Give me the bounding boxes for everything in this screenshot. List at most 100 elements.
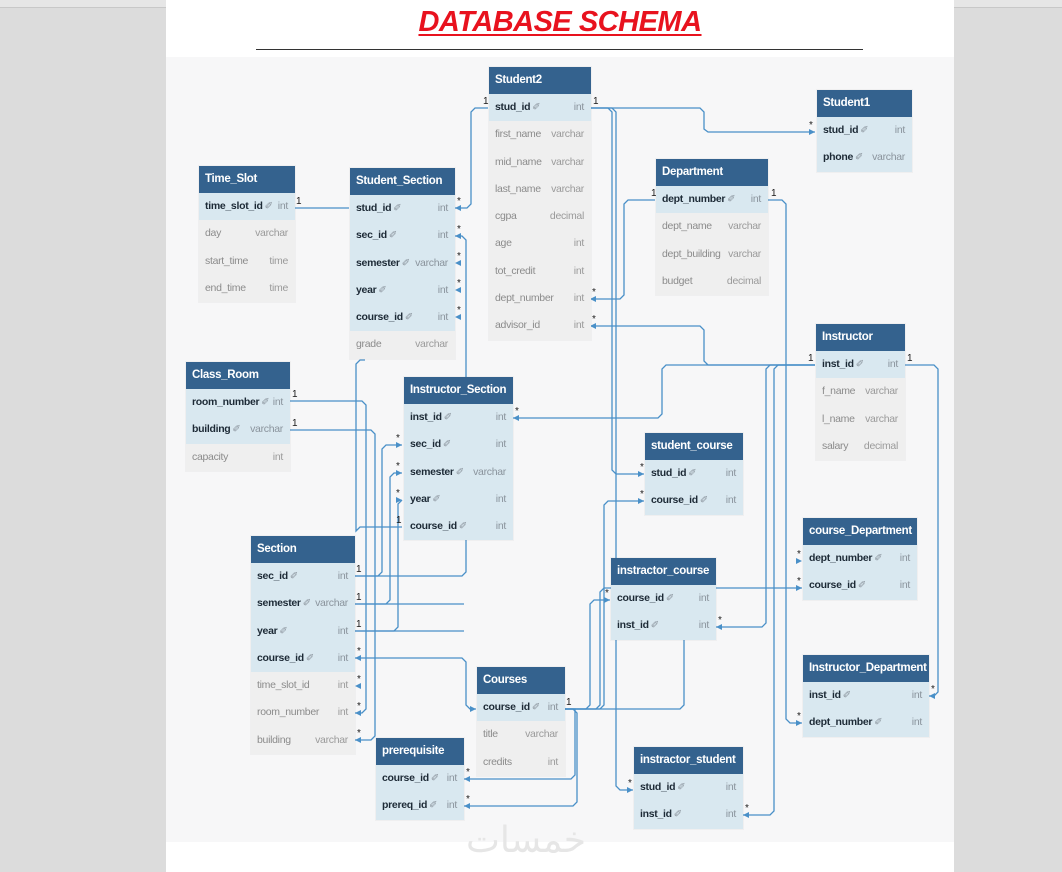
field-row[interactable]: inst_id✐int (404, 404, 513, 432)
table-header[interactable]: Time_Slot (199, 166, 295, 193)
field-row[interactable]: building✐varchar (186, 416, 290, 444)
field-row[interactable]: sec_id✐int (350, 222, 455, 250)
field-row[interactable]: course_id✐int (645, 487, 743, 515)
edit-pencil-icon[interactable]: ✐ (393, 203, 402, 214)
edit-pencil-icon[interactable]: ✐ (261, 397, 270, 408)
edit-pencil-icon[interactable]: ✐ (665, 593, 674, 604)
edit-pencil-icon[interactable]: ✐ (429, 800, 438, 812)
field-row[interactable]: inst_id✐int (634, 801, 743, 829)
edit-pencil-icon[interactable]: ✐ (650, 620, 659, 632)
edit-pencil-icon[interactable]: ✐ (401, 257, 410, 269)
field-row[interactable]: year✐int (251, 617, 355, 645)
edit-pencil-icon[interactable]: ✐ (289, 571, 298, 582)
field-row[interactable]: room_number✐int (186, 389, 290, 417)
field-row[interactable]: semester✐varchar (404, 458, 513, 486)
table-header[interactable]: instractor_course (611, 558, 716, 585)
table-header[interactable]: Courses (477, 667, 565, 694)
table-header[interactable]: prerequisite (376, 738, 464, 765)
table-header[interactable]: Instructor_Section (404, 377, 513, 404)
edit-pencil-icon[interactable]: ✐ (688, 468, 697, 479)
edit-pencil-icon[interactable]: ✐ (430, 773, 439, 784)
table-header[interactable]: Student2 (489, 67, 591, 94)
field-row[interactable]: stud_id✐int (645, 460, 743, 488)
field-row[interactable]: dept_number✐int (803, 545, 917, 573)
edit-pencil-icon[interactable]: ✐ (532, 102, 541, 113)
field-row[interactable]: time_slot_id✐int (199, 193, 295, 221)
field-row[interactable]: semester✐varchar (251, 590, 355, 618)
field-row[interactable]: inst_id✐int (611, 612, 716, 640)
field-row[interactable]: sec_id✐int (251, 563, 355, 591)
edit-pencil-icon[interactable]: ✐ (305, 652, 314, 664)
field-row[interactable]: dept_number✐int (656, 186, 768, 214)
edit-pencil-icon[interactable]: ✐ (404, 312, 413, 324)
field-row[interactable]: sec_id✐int (404, 431, 513, 459)
table-header[interactable]: Instructor (816, 324, 905, 351)
edit-pencil-icon[interactable]: ✐ (378, 284, 387, 296)
table-header[interactable]: Class_Room (186, 362, 290, 389)
edit-pencil-icon[interactable]: ✐ (443, 412, 452, 423)
edit-pencil-icon[interactable]: ✐ (874, 553, 883, 564)
field-row[interactable]: dept_number✐int (803, 709, 929, 737)
field-row[interactable]: course_id✐int (611, 585, 716, 613)
edit-pencil-icon[interactable]: ✐ (699, 495, 708, 507)
field-row[interactable]: course_id✐int (477, 694, 565, 722)
edit-pencil-icon[interactable]: ✐ (727, 194, 736, 205)
table-header[interactable]: instractor_student (634, 747, 743, 774)
table-header[interactable]: Student1 (817, 90, 912, 117)
field-row[interactable]: stud_id✐int (489, 94, 591, 122)
edit-pencil-icon[interactable]: ✐ (232, 424, 241, 436)
field-row[interactable]: inst_id✐int (803, 682, 929, 710)
edit-pencil-icon[interactable]: ✐ (442, 439, 451, 451)
edit-pencil-icon[interactable]: ✐ (855, 152, 864, 164)
edit-pencil-icon[interactable]: ✐ (842, 690, 851, 701)
field-row[interactable]: phone✐varchar (817, 144, 912, 172)
edit-pencil-icon[interactable]: ✐ (302, 598, 311, 610)
table-header[interactable]: Department (656, 159, 768, 186)
field-row[interactable]: stud_id✐int (634, 774, 743, 802)
table-header[interactable]: Student_Section (350, 168, 455, 195)
table-header[interactable]: Section (251, 536, 355, 563)
edit-pencil-icon[interactable]: ✐ (531, 702, 540, 713)
field-row[interactable]: year✐int (350, 276, 455, 305)
field-row[interactable]: course_id✐int (376, 765, 464, 793)
edit-pencil-icon[interactable]: ✐ (458, 521, 467, 533)
edit-pencil-icon[interactable]: ✐ (264, 201, 273, 212)
edit-pencil-icon[interactable]: ✐ (857, 580, 866, 592)
field-row[interactable]: year✐int (404, 485, 513, 514)
table-header[interactable]: course_Department (803, 518, 917, 545)
field-row[interactable]: stud_id✐int (817, 117, 912, 145)
edit-pencil-icon[interactable]: ✐ (677, 782, 686, 793)
field-row[interactable]: inst_id✐int (816, 351, 905, 379)
